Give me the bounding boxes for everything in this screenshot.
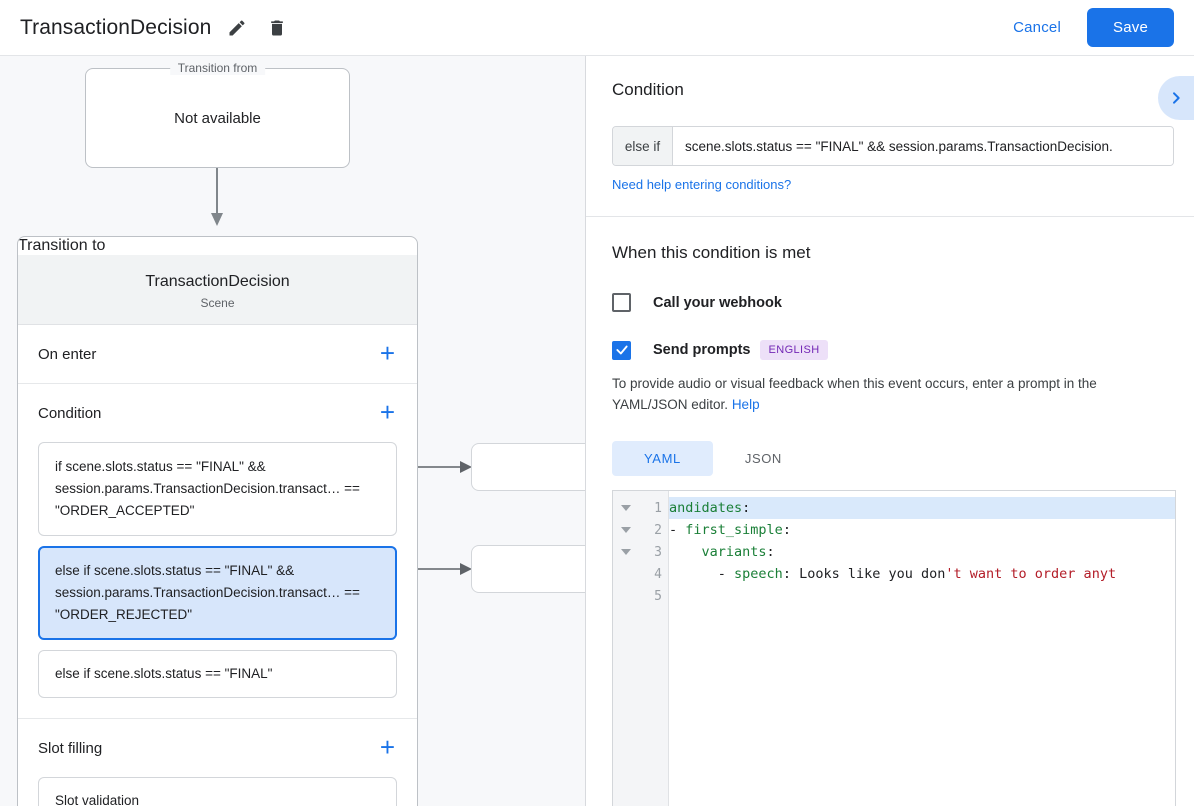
- condition-prefix-label: else if: [613, 127, 673, 165]
- call-webhook-label: Call your webhook: [653, 294, 782, 311]
- section-condition-title: Condition: [38, 404, 102, 422]
- language-badge: ENGLISH: [760, 340, 828, 360]
- pencil-icon[interactable]: [223, 14, 251, 42]
- section-on-enter-header: On enter +: [38, 325, 397, 383]
- section-slot-filling-header: Slot filling +: [38, 719, 397, 777]
- top-bar-actions: Cancel Save: [997, 8, 1174, 47]
- editor-line-number: 3: [613, 541, 668, 563]
- send-prompts-checkbox[interactable]: [612, 340, 631, 360]
- section-slot-filling-title: Slot filling: [38, 739, 103, 757]
- editor-format-tabs: YAML JSON: [612, 441, 1168, 476]
- section-condition-header: Condition +: [38, 384, 397, 442]
- section-slot-filling: Slot filling + Slot validation: [18, 719, 417, 806]
- editor-line-number: 1: [613, 497, 668, 519]
- send-prompts-row[interactable]: Send prompts ENGLISH: [612, 340, 1168, 360]
- editor-code-area[interactable]: andidates: - first_simple: variants: - sp…: [669, 491, 1175, 806]
- transition-to-subtitle: Scene: [200, 296, 235, 310]
- save-button[interactable]: Save: [1087, 8, 1174, 47]
- call-webhook-checkbox[interactable]: [612, 293, 631, 312]
- add-slot-filling-button[interactable]: +: [379, 731, 395, 762]
- panel-divider: [585, 56, 586, 806]
- condition-input[interactable]: [673, 127, 1173, 165]
- fold-triangle-icon[interactable]: [621, 527, 631, 533]
- transition-target-node-accepted[interactable]: [471, 443, 586, 491]
- graph-canvas[interactable]: Transition from Not available Transition…: [0, 56, 586, 806]
- tab-json[interactable]: JSON: [744, 451, 782, 466]
- transition-from-value: Not available: [174, 109, 261, 127]
- add-condition-button[interactable]: +: [379, 396, 395, 427]
- editor-line-number: 5: [654, 588, 662, 604]
- section-on-enter: On enter +: [18, 325, 417, 384]
- transition-from-legend: Transition from: [169, 61, 266, 75]
- slot-validation-item[interactable]: Slot validation: [38, 777, 397, 806]
- send-prompts-label-group: Send prompts ENGLISH: [653, 340, 828, 360]
- transition-target-node-rejected[interactable]: [471, 545, 586, 593]
- webhook-row[interactable]: Call your webhook: [612, 293, 1168, 312]
- when-condition-met-section: When this condition is met Call your web…: [586, 217, 1194, 806]
- prompts-help-link[interactable]: Help: [731, 397, 760, 412]
- details-panel: Condition else if Need help entering con…: [586, 56, 1194, 806]
- page-title: TransactionDecision: [20, 15, 212, 39]
- condition-heading: Condition: [612, 80, 684, 99]
- transition-to-legend: Transition to: [18, 237, 106, 254]
- top-bar: TransactionDecision Cancel Save: [0, 0, 1194, 56]
- section-on-enter-title: On enter: [38, 345, 97, 363]
- editor-line-number: 4: [654, 566, 662, 582]
- add-on-enter-button[interactable]: +: [379, 337, 395, 368]
- tab-yaml[interactable]: YAML: [612, 441, 713, 476]
- condition-item-selected[interactable]: else if scene.slots.status == "FINAL" &&…: [38, 546, 397, 640]
- fold-triangle-icon[interactable]: [621, 505, 631, 511]
- editor-line-number: 2: [613, 519, 668, 541]
- condition-help-link[interactable]: Need help entering conditions?: [612, 177, 792, 192]
- chevron-right-icon[interactable]: [1158, 76, 1194, 120]
- trash-icon[interactable]: [263, 14, 291, 42]
- editor-code-line: - first_simple:: [669, 522, 791, 538]
- editor-code-line: variants:: [701, 544, 775, 560]
- section-condition: Condition + if scene.slots.status == "FI…: [18, 384, 417, 719]
- when-condition-met-heading: When this condition is met: [612, 243, 811, 262]
- condition-field-row: else if: [612, 126, 1174, 166]
- transition-to-name: TransactionDecision: [145, 273, 290, 290]
- editor-code-line: [669, 585, 1175, 607]
- condition-item[interactable]: else if scene.slots.status == "FINAL": [38, 650, 397, 698]
- send-prompts-label: Send prompts: [653, 342, 751, 358]
- transition-to-header: TransactionDecision Scene: [18, 255, 417, 325]
- title-group: TransactionDecision: [20, 14, 291, 42]
- prompts-description: To provide audio or visual feedback when…: [612, 373, 1172, 415]
- transition-to-card[interactable]: Transition to TransactionDecision Scene …: [17, 236, 418, 806]
- condition-item[interactable]: if scene.slots.status == "FINAL" && sess…: [38, 442, 397, 536]
- cancel-button[interactable]: Cancel: [997, 10, 1077, 45]
- transition-from-card[interactable]: Transition from Not available: [85, 61, 350, 168]
- fold-triangle-icon[interactable]: [621, 549, 631, 555]
- editor-code-line: - speech: Looks like you don't want to o…: [669, 566, 1117, 582]
- condition-section: Condition else if Need help entering con…: [586, 56, 1194, 217]
- editor-code-line: andidates:: [669, 497, 1175, 519]
- prompts-description-text: To provide audio or visual feedback when…: [612, 376, 1097, 412]
